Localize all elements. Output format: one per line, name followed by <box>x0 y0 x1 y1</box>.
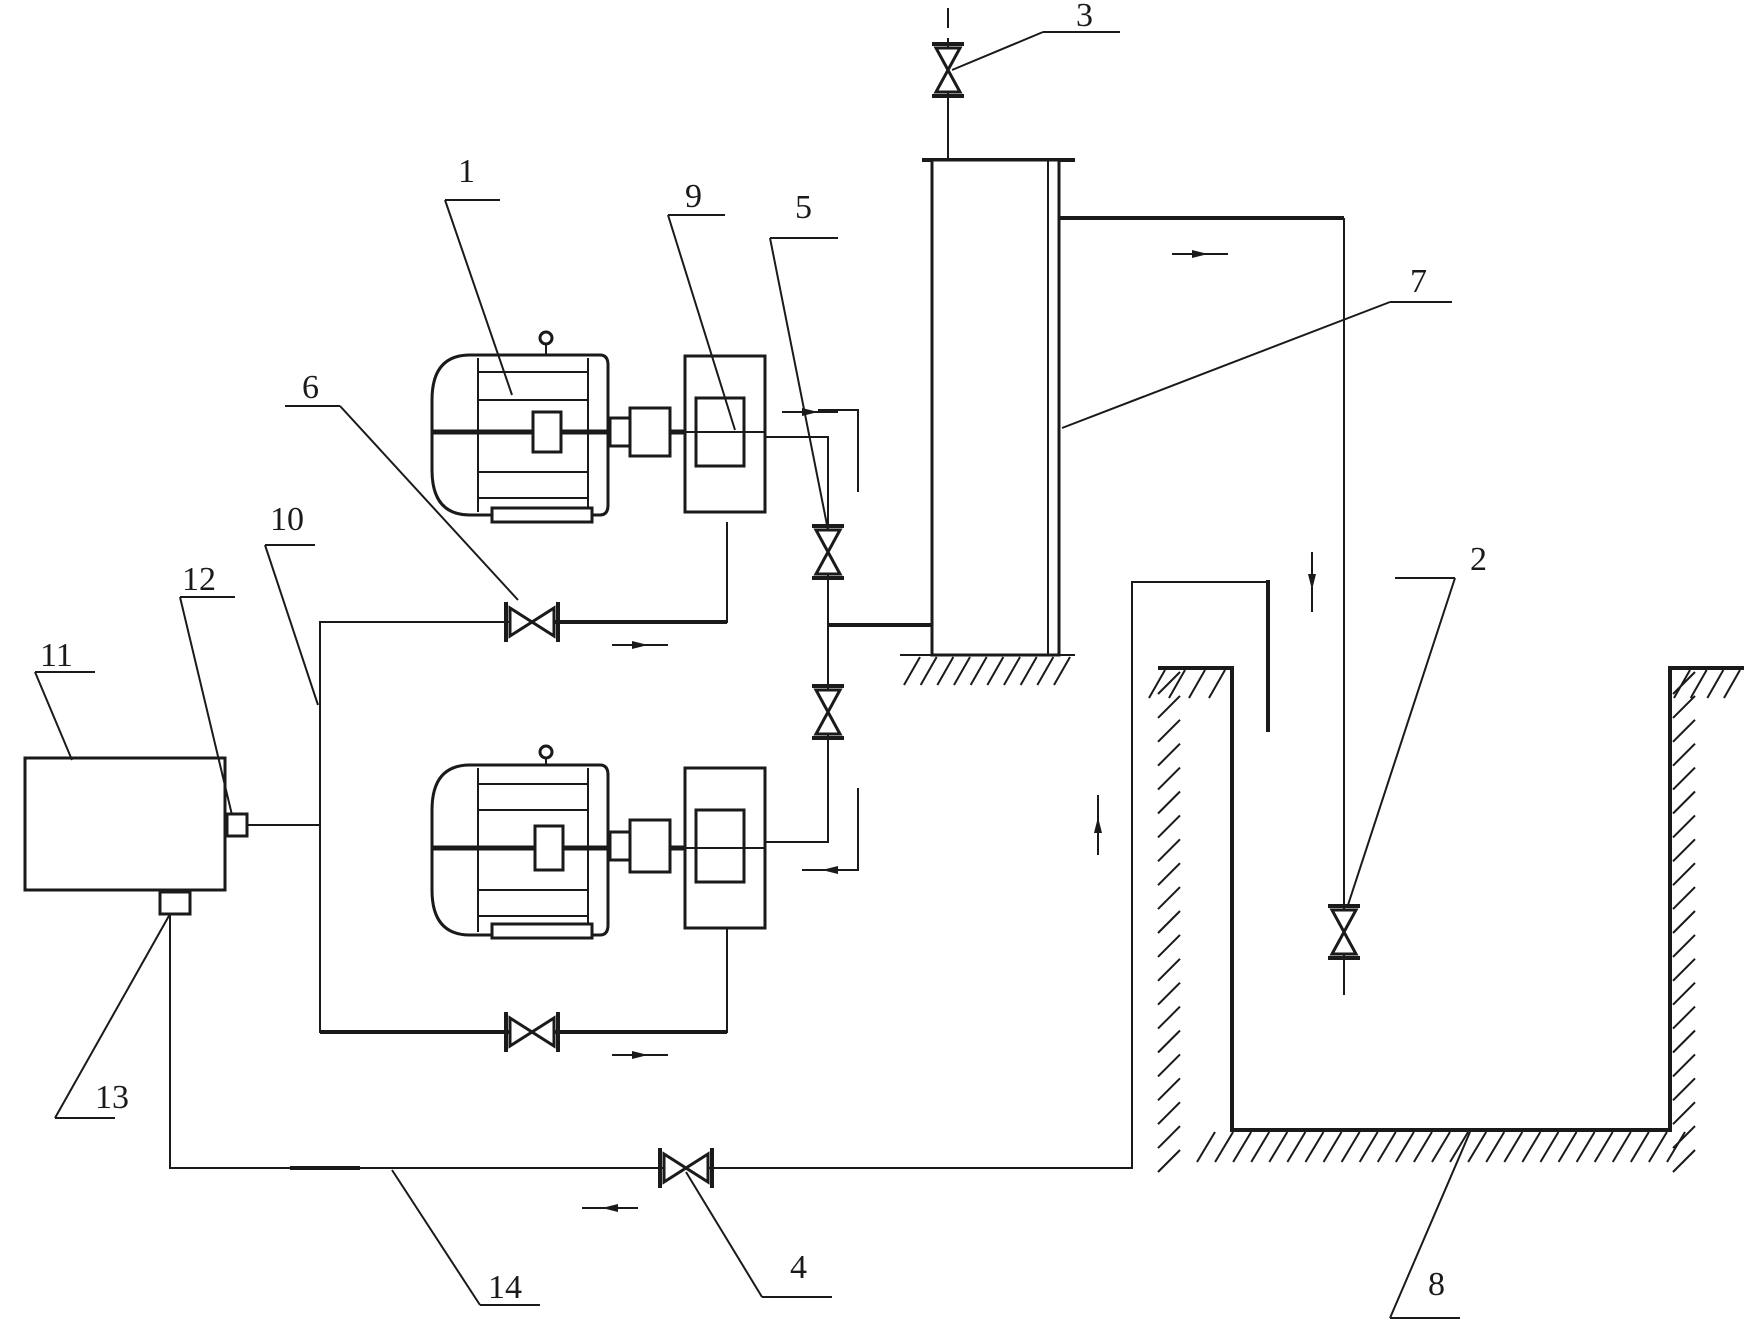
label-6: 6 <box>302 369 319 406</box>
label-8: 8 <box>1428 1266 1445 1303</box>
leader-lines <box>34 31 1471 1319</box>
flow-arrow <box>581 1203 639 1213</box>
pump-unit-lower <box>430 744 767 940</box>
pit <box>1158 666 1744 1132</box>
vertical-tank <box>922 8 1075 657</box>
label-5: 5 <box>795 189 812 226</box>
flow-arrow <box>1093 794 1103 856</box>
inlet-manifold <box>319 522 728 1060</box>
flow-arrow <box>1171 249 1229 259</box>
label-10: 10 <box>270 501 304 538</box>
label-2: 2 <box>1470 541 1487 578</box>
label-1: 1 <box>458 153 475 190</box>
discharge-valve-lower <box>810 684 846 740</box>
hatch-marks <box>1196 1131 1686 1163</box>
flow-arrow <box>611 1050 669 1060</box>
flow-arrow <box>1307 551 1317 613</box>
label-12: 12 <box>182 561 216 598</box>
label-11: 11 <box>40 637 73 674</box>
label-9: 9 <box>685 178 702 215</box>
flow-arrow <box>611 640 669 650</box>
inlet-valve-lower <box>504 1010 560 1054</box>
hatch-marks <box>1157 671 1181 1173</box>
hatch-marks <box>903 656 1071 686</box>
label-14: 14 <box>488 1269 522 1306</box>
sensor-12 <box>225 812 249 838</box>
label-7: 7 <box>1410 263 1427 300</box>
label-13: 13 <box>95 1079 129 1116</box>
part-labels: 1 2 3 4 5 6 7 8 9 10 12 11 13 14 <box>40 0 1487 1306</box>
hatch-marks <box>1673 669 1741 699</box>
discharge-valve-upper <box>810 524 846 580</box>
vent-valve <box>930 42 966 98</box>
pit-valve <box>1326 904 1362 960</box>
inlet-valve-upper <box>504 600 560 644</box>
pump-unit-upper <box>430 330 767 524</box>
hatch-marks <box>1672 671 1696 1173</box>
hatch-marks <box>1148 669 1226 699</box>
return-valve <box>658 1146 714 1190</box>
sensor-13 <box>158 890 192 916</box>
label-3: 3 <box>1076 0 1093 34</box>
label-4: 4 <box>790 1249 807 1286</box>
controller <box>23 756 320 1168</box>
flow-arrow <box>801 865 859 875</box>
outlet-pipe <box>1059 216 1362 995</box>
discharge-header <box>762 407 932 875</box>
